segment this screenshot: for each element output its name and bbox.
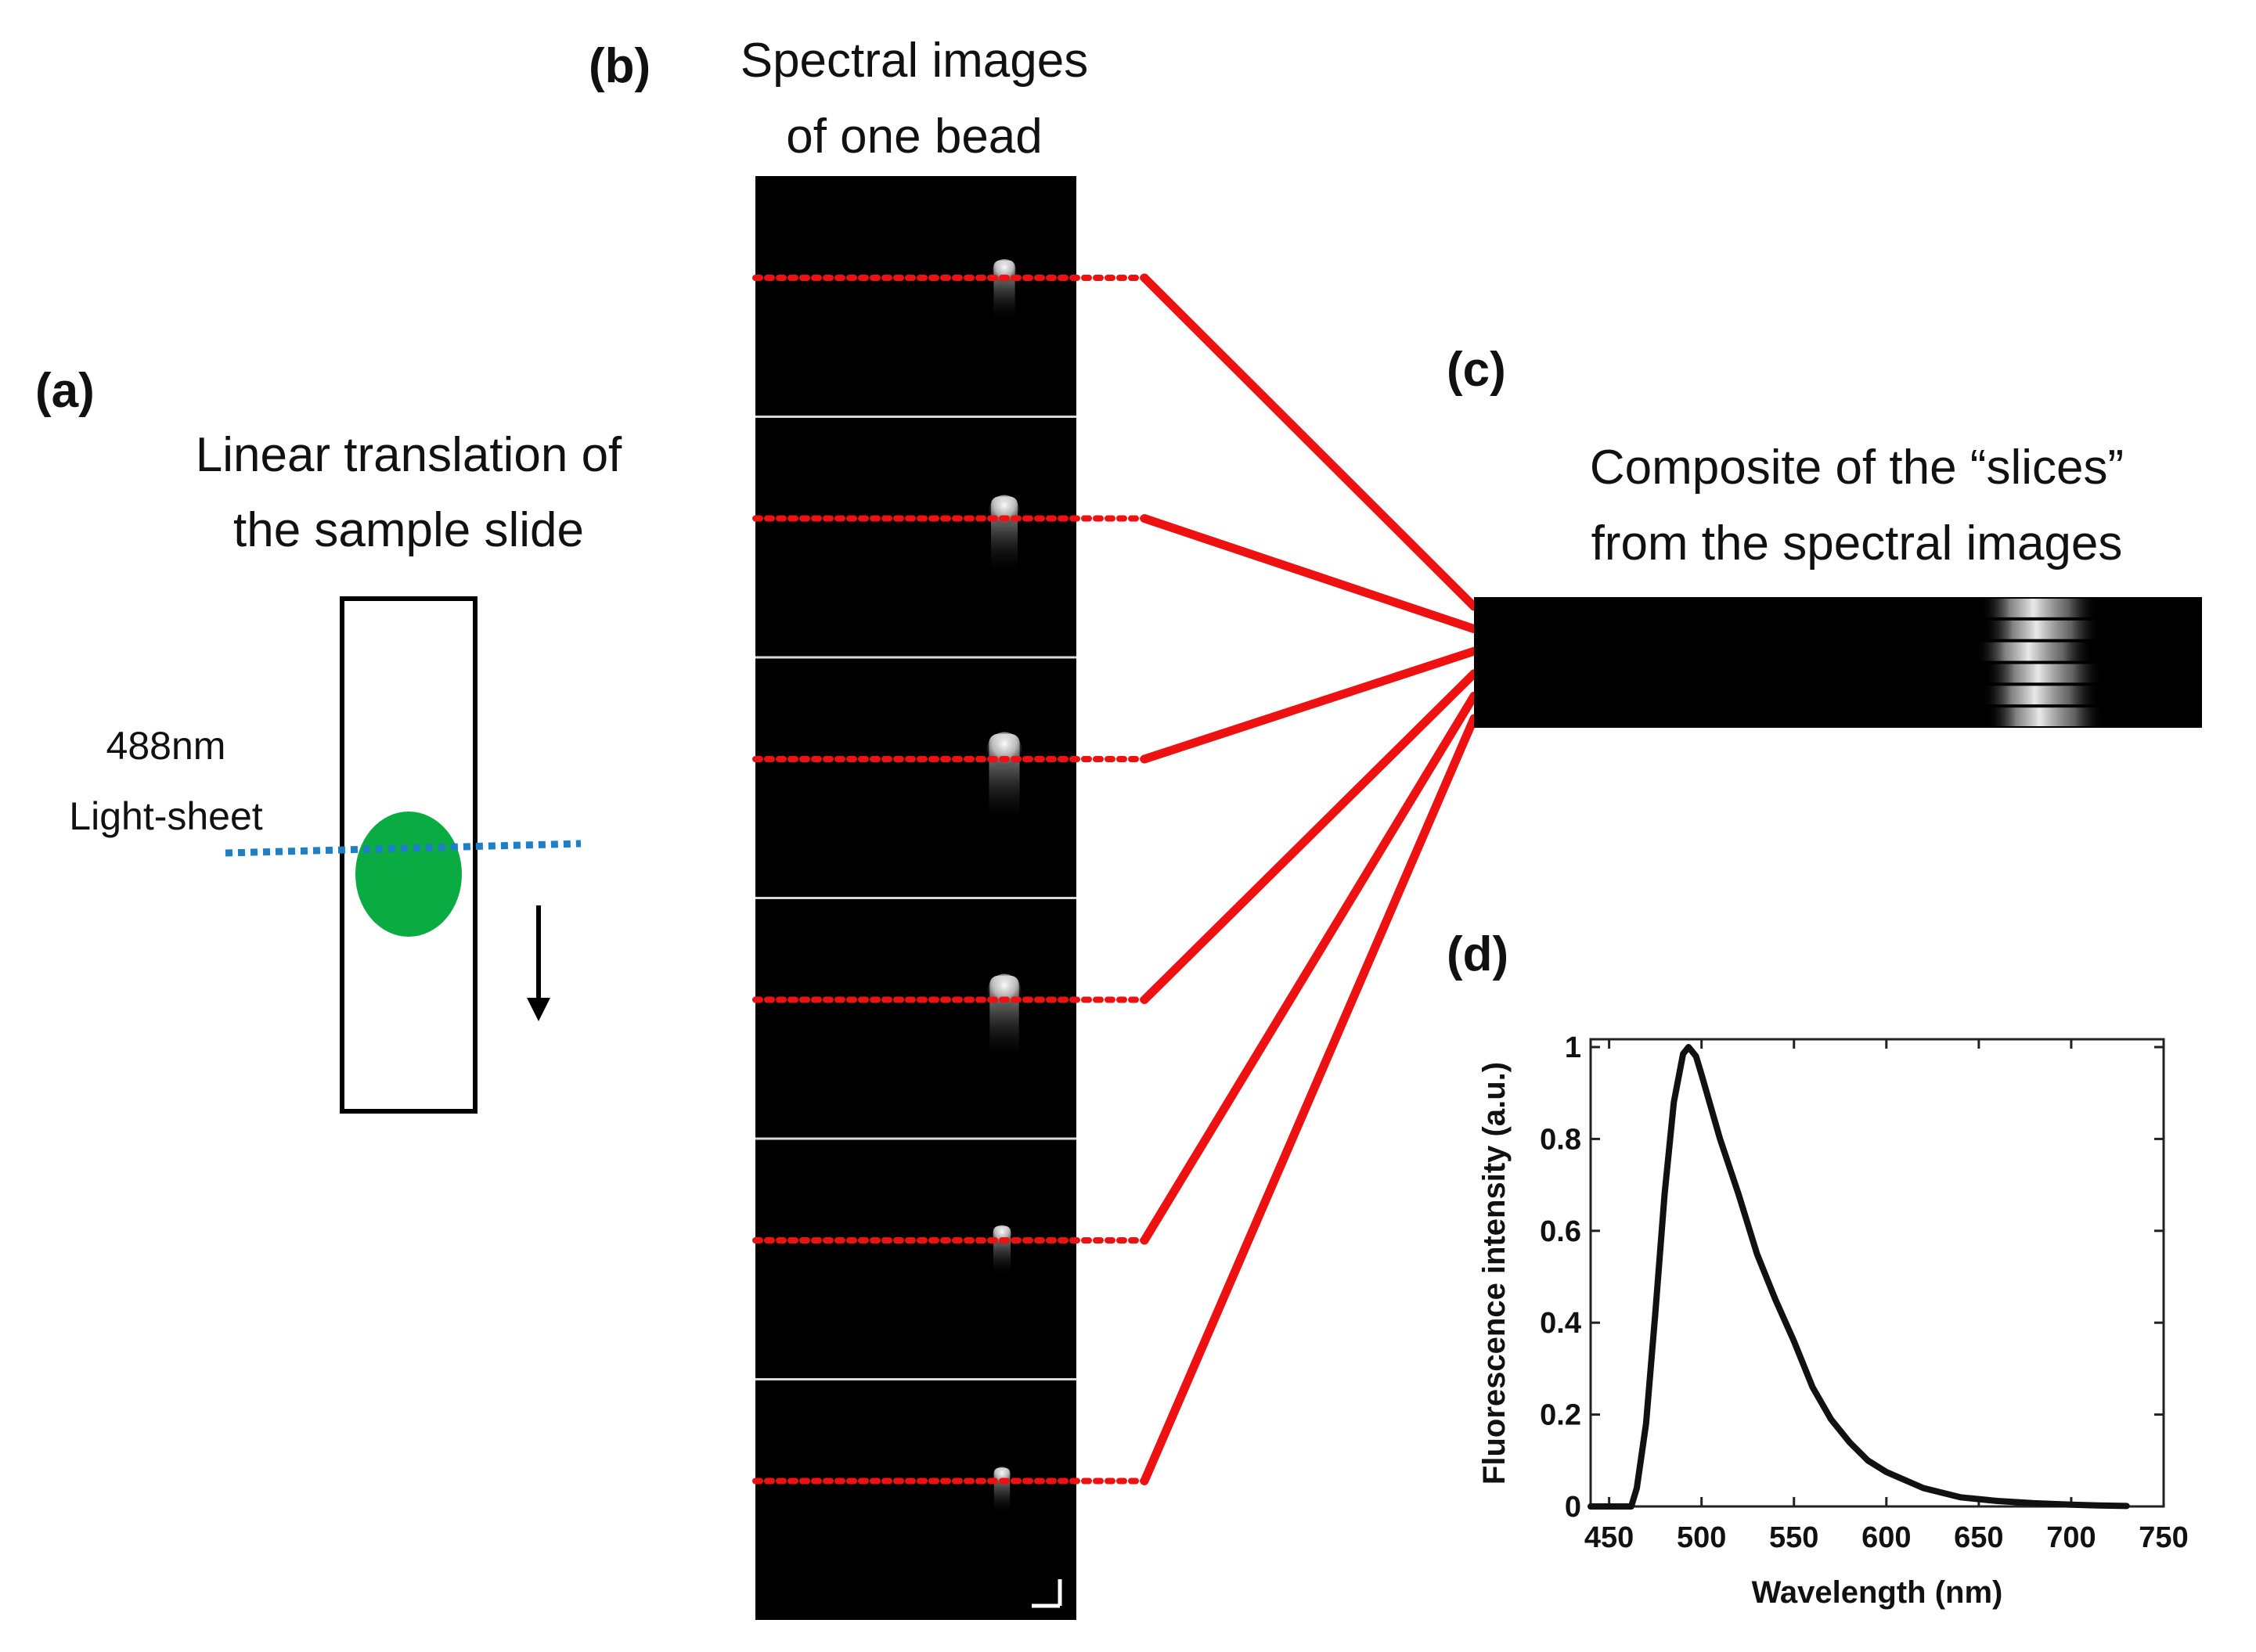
panel-a-caption-line-2: the sample slide (233, 503, 584, 557)
x-axis-label: Wavelength (nm) (1752, 1575, 2003, 1610)
x-axis-ticks: 450 500 550 600 650 700 750 (1584, 1039, 2189, 1554)
panel-a-caption-line-1: Linear translation of (196, 428, 622, 482)
x-tick-label: 600 (1861, 1521, 1911, 1554)
panel-c-caption-line-1: Composite of the “slices” (1590, 441, 2124, 495)
bead-spot (987, 974, 1022, 1062)
panel-a: (a) Linear translation of the sample sli… (35, 364, 622, 1114)
panel-a-label: (a) (35, 364, 95, 418)
slice-connector (1140, 646, 1479, 764)
spectrum-series-line (1587, 1044, 2130, 1510)
y-axis-label: Fluorescence intensity (a.u.) (1477, 1062, 1512, 1485)
composite-slice (1987, 707, 2104, 726)
panel-d-label: (d) (1447, 927, 1508, 981)
slice-connector (1140, 714, 1479, 1485)
bead-spot-core (989, 495, 1020, 530)
emission-spectrum-chart: 0 0.2 0.4 0.6 0.8 1 450 500 550 600 650 700 750 Wav… (1477, 1031, 2189, 1610)
composite-slices (1976, 599, 2104, 726)
translation-arrow-icon (527, 905, 550, 1021)
bead-spot-core (986, 732, 1022, 772)
fluorescent-bead (355, 812, 462, 937)
bead-spot (992, 259, 1017, 323)
bead-spot-core (987, 974, 1022, 1012)
composite-slice (1980, 599, 2098, 617)
bead-spot (986, 732, 1022, 824)
y-tick-label: 0.2 (1540, 1399, 1581, 1432)
panel-c-label: (c) (1447, 343, 1506, 397)
y-tick-label: 0.8 (1540, 1123, 1581, 1156)
panel-b-caption-line-1: Spectral images (741, 34, 1089, 88)
panel-b-caption-line-2: of one bead (786, 110, 1043, 164)
slice-connector (1140, 691, 1479, 1245)
panel-c-caption-line-2: from the spectral images (1591, 516, 2123, 570)
x-tick-label: 700 (2046, 1521, 2096, 1554)
panel-c: (c) Composite of the “slices” from the s… (1447, 343, 2202, 728)
slice-connector (1140, 514, 1479, 634)
y-tick-label: 1 (1565, 1031, 1581, 1064)
plot-frame (1589, 1038, 2165, 1508)
panel-b-label: (b) (589, 39, 650, 93)
bead-spot-core (993, 1467, 1011, 1488)
sample-slide (340, 596, 478, 1114)
panel-b: (b) Spectral images of one bead (589, 34, 1479, 1620)
scale-bar-icon (1032, 1579, 1062, 1608)
slice-connector (1140, 273, 1479, 611)
x-tick-label: 650 (1954, 1521, 2003, 1554)
composite-image (1474, 597, 2202, 728)
light-sheet-line (225, 840, 582, 857)
laser-wavelength-label: 488nm (106, 724, 226, 768)
panel-d: (d) 0 0.2 0.4 0.6 0.8 1 450 500 550 600 650 700 750… (1447, 927, 2189, 1610)
slice-connector (1140, 669, 1479, 1004)
slice-connectors (752, 273, 1479, 1485)
y-tick-label: 0.6 (1540, 1215, 1581, 1248)
composite-slice (1976, 642, 2093, 661)
bead-spot-core (992, 259, 1017, 287)
bead-spot-core (992, 1225, 1012, 1248)
x-tick-label: 750 (2139, 1521, 2188, 1554)
bead-spot (993, 1467, 1011, 1515)
y-axis-ticks: 0 0.2 0.4 0.6 0.8 1 (1540, 1031, 2164, 1524)
composite-slice (1984, 620, 2101, 639)
composite-slice (1982, 686, 2099, 705)
x-tick-label: 550 (1769, 1521, 1818, 1554)
x-tick-label: 500 (1677, 1521, 1726, 1554)
composite-slice (1985, 664, 2103, 683)
light-sheet-label: Light-sheet (69, 794, 262, 838)
x-tick-label: 450 (1584, 1521, 1634, 1554)
bead-spot (992, 1225, 1012, 1277)
bead-spot (989, 495, 1020, 575)
y-tick-label: 0.4 (1540, 1307, 1581, 1340)
y-tick-label: 0 (1565, 1491, 1581, 1524)
